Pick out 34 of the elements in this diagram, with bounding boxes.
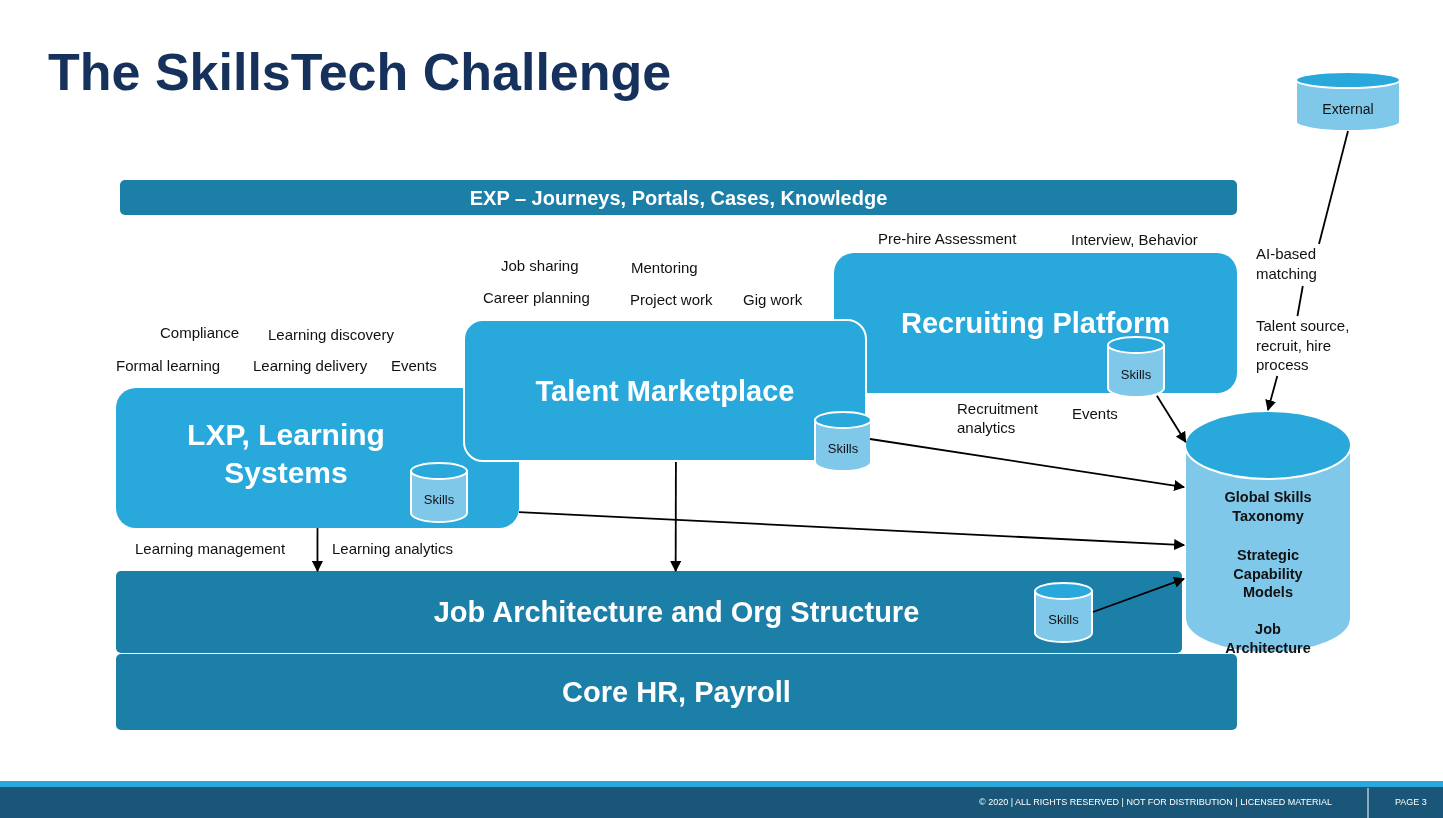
platform-box: LXP, Learning Systems Skills [116, 388, 519, 528]
feature-label: Learning delivery [253, 356, 368, 375]
feature-label: Career planning [483, 288, 590, 307]
connector-line [1318, 130, 1349, 245]
feature-label: Project work [630, 290, 713, 309]
arrow [670, 461, 682, 573]
feature-label: Mentoring [631, 258, 698, 277]
note-text: Talent source, recruit, hire process [1256, 316, 1368, 376]
feature-label: Learning analytics [332, 539, 453, 558]
arrow [1265, 375, 1279, 412]
arrow [869, 438, 1186, 491]
feature-label: Learning management [135, 539, 286, 558]
feature-label: Gig work [743, 290, 803, 309]
feature-label: Formal learning [116, 356, 221, 375]
page-number: PAGE 3 [1395, 797, 1427, 808]
feature-label: Learning discovery [268, 325, 394, 344]
feature-label: Events [391, 356, 437, 375]
feature-label: Recruitment analytics [957, 399, 1039, 437]
banner-bar: Core HR, Payroll [116, 654, 1237, 730]
arrow [312, 527, 323, 573]
banner-bar: EXP – Journeys, Portals, Cases, Knowledge [120, 180, 1237, 215]
feature-label: Job sharing [501, 256, 579, 275]
slide-title: The SkillsTech Challenge [48, 42, 672, 102]
connector-line [1296, 285, 1304, 317]
banner-bar: Job Architecture and Org Structure Skills [116, 571, 1182, 653]
feature-label: Pre-hire Assessment [878, 229, 1017, 248]
feature-label: Events [1072, 404, 1118, 423]
feature-label: Interview, Behavior [1071, 230, 1198, 249]
note-text: AI-based matching [1256, 244, 1346, 286]
copyright-notice: © 2020 | ALL RIGHTS RESERVED | NOT FOR DISTRIBUTION | LICENSED MATERIAL [979, 797, 1332, 808]
arrow [518, 511, 1186, 551]
feature-label: Compliance [160, 323, 240, 342]
arrow [1092, 577, 1186, 613]
arrow [1156, 394, 1187, 443]
